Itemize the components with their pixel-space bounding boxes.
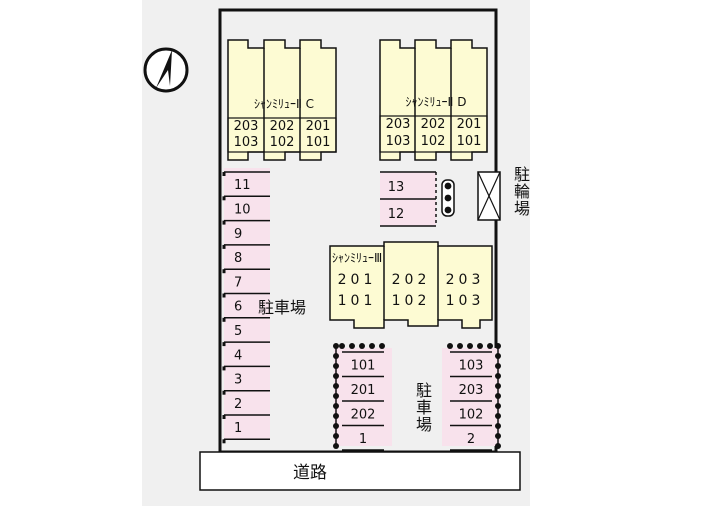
left-parking-labels: 11 10 9 8 7 6 5 4 3 2 1 [234, 178, 251, 436]
fence-post [495, 433, 501, 439]
bottom-space-label: 101 [351, 358, 376, 373]
fence-post [495, 343, 501, 349]
fence-post [339, 343, 345, 349]
bottom-space-label: 1 [359, 432, 367, 447]
fence-post [349, 343, 355, 349]
left-space-label: 10 [234, 202, 251, 217]
left-space-label: 1 [234, 421, 242, 436]
bottom-right-parking-labels: 103 203 102 2 [459, 358, 484, 447]
fence-post [495, 443, 501, 449]
bottom-space-label: 202 [351, 407, 376, 422]
fence-post [333, 363, 339, 369]
bottom-right-parking-area [442, 348, 500, 446]
bottom-space-label: 102 [459, 407, 484, 422]
mid-space-12: 12 [388, 207, 405, 222]
fence-post [495, 393, 501, 399]
fence-post [467, 343, 473, 349]
building-d: ｼｬﾝﾐﾘｭｰⅡ D 203 202 201 103 102 101 [379, 39, 488, 161]
left-space-label: 3 [234, 373, 242, 388]
fence-post [369, 343, 375, 349]
building-c-lower-3: 101 [306, 135, 331, 150]
building-c-lower-2: 102 [270, 135, 295, 150]
left-space-label: 6 [234, 300, 242, 315]
fence-post [333, 413, 339, 419]
left-space-label: 11 [234, 178, 251, 193]
building-d-name: ｼｬﾝﾐﾘｭｰⅡ D [406, 95, 467, 109]
left-space-label: 5 [234, 324, 242, 339]
fence-post [333, 383, 339, 389]
fence-post [457, 343, 463, 349]
fence-post [333, 393, 339, 399]
fence-post [359, 343, 365, 349]
left-space-label: 8 [234, 251, 242, 266]
fence-post [495, 423, 501, 429]
bottom-right-parking-lines [447, 343, 501, 451]
left-space-label: 4 [234, 348, 242, 363]
bottom-space-label: 2 [467, 432, 475, 447]
bottom-left-parking-labels: 101 201 202 1 [351, 358, 376, 447]
bottom-space-label: 203 [459, 383, 484, 398]
bottom-left-parking-lines [333, 343, 385, 451]
building-3-upper-3: 203 [446, 272, 485, 288]
building-3-lower-1: 101 [338, 293, 377, 309]
road [199, 451, 521, 491]
fence-post [487, 343, 493, 349]
fence-post [447, 343, 453, 349]
fence-post [333, 423, 339, 429]
building-3-name: ｼｬﾝﾐﾘｭｰⅢ [332, 251, 382, 265]
fence-post [495, 363, 501, 369]
fence-post [379, 343, 385, 349]
bottom-space-label: 103 [459, 358, 484, 373]
mid-space-13: 13 [388, 180, 405, 195]
building-c-upper-3: 201 [306, 119, 331, 134]
left-parking-lines [222, 171, 270, 444]
bottom-left-parking-area [334, 348, 392, 446]
parking-label-left: 駐車場 [258, 298, 307, 317]
building-3-lower-3: 103 [446, 293, 485, 309]
fence-post [495, 383, 501, 389]
building-c-upper-1: 203 [234, 119, 259, 134]
left-space-label: 7 [234, 275, 242, 290]
building-3: ｼｬﾝﾐﾘｭｰⅢ 201 202 203 101 102 103 [329, 241, 493, 329]
fence-post [333, 343, 339, 349]
building-3-upper-2: 202 [392, 272, 431, 288]
parking-label-bottom: 駐車場 [413, 382, 432, 433]
bicycle-parking [477, 171, 501, 221]
building-d-upper-2: 202 [421, 117, 446, 132]
fence-post [495, 413, 501, 419]
fence-post [495, 373, 501, 379]
building-3-upper-1: 201 [338, 272, 377, 288]
mid-parking: 13 12 [380, 171, 437, 227]
building-c-lower-1: 103 [234, 135, 259, 150]
fence-post [495, 403, 501, 409]
building-d-lower-2: 102 [421, 134, 446, 149]
fence-post [333, 373, 339, 379]
bollard-icons [441, 179, 455, 217]
fence-post [477, 343, 483, 349]
building-c-upper-2: 202 [270, 119, 295, 134]
bicycle-parking-label: 駐輪場 [511, 166, 530, 217]
left-space-label: 2 [234, 397, 242, 412]
left-space-label: 9 [234, 227, 242, 242]
building-d-lower-1: 103 [386, 134, 411, 149]
building-3-lower-2: 102 [392, 293, 431, 309]
left-parking-area [224, 168, 270, 440]
north-arrow-icon [143, 47, 189, 93]
fence-post [495, 353, 501, 359]
building-d-upper-1: 203 [386, 117, 411, 132]
fence-post [333, 353, 339, 359]
bottom-space-label: 201 [351, 383, 376, 398]
building-d-lower-3: 101 [457, 134, 482, 149]
building-d-upper-3: 201 [457, 117, 482, 132]
fence-post [333, 403, 339, 409]
fence-post [333, 443, 339, 449]
fence-post [333, 433, 339, 439]
building-c-name: ｼｬﾝﾐﾘｭｰⅡ C [254, 97, 314, 111]
road-label: 道路 [293, 463, 327, 483]
building-c: ｼｬﾝﾐﾘｭｰⅡ C 203 202 201 103 102 101 [227, 39, 337, 161]
